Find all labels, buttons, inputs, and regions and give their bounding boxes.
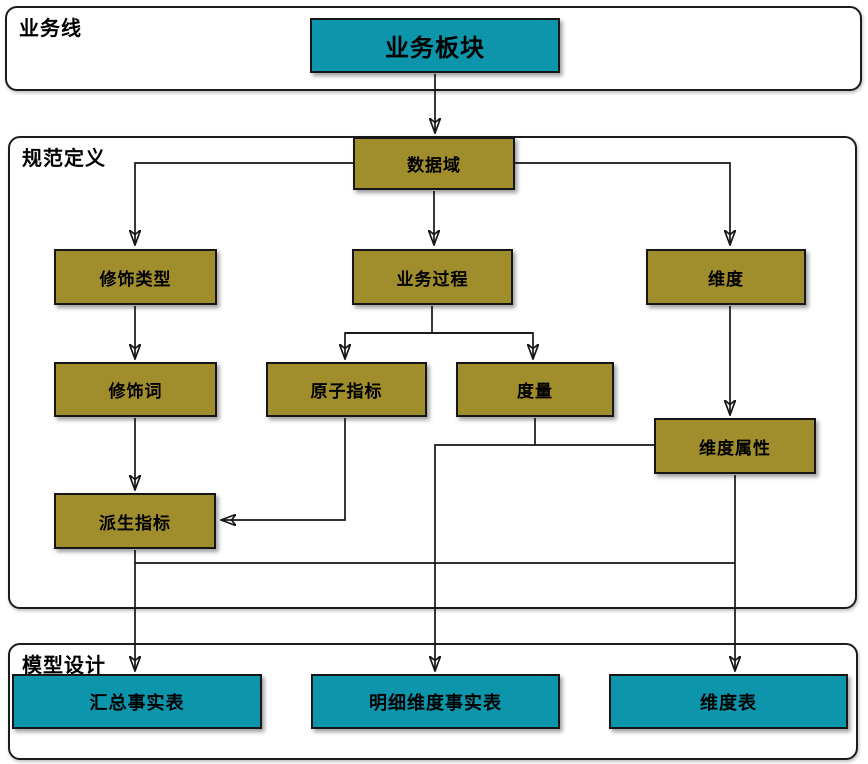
node-dimension-label: 维度: [708, 269, 744, 289]
node-atomic-metric-label: 原子指标: [310, 382, 383, 401]
connector-business-process-to-atomic-metric: [345, 332, 533, 359]
node-modifier-word-label: 修饰词: [108, 382, 163, 401]
node-modifier-type-label: 修饰类型: [99, 269, 172, 289]
node-dimension-attribute: 维度属性: [654, 418, 816, 474]
node-business-sector: 业务板块: [310, 18, 560, 73]
connector-atomic-metric-to-derived-metric: [221, 418, 346, 520]
section-business-line-label: 业务线: [19, 18, 82, 40]
node-dimension-table: 维度表: [609, 674, 848, 729]
node-atomic-metric: 原子指标: [266, 362, 427, 417]
node-business-sector-label: 业务板块: [385, 35, 485, 62]
node-business-process: 业务过程: [352, 249, 513, 305]
node-modifier-word: 修饰词: [54, 362, 217, 417]
node-summary-fact-table-label: 汇总事实表: [89, 692, 185, 713]
node-data-domain-label: 数据域: [407, 156, 461, 175]
node-modifier-type: 修饰类型: [54, 249, 217, 305]
node-dimension-attribute-label: 维度属性: [699, 438, 771, 458]
node-dimension-table-label: 维度表: [700, 692, 757, 713]
connector-data-domain-to-modifier-type: [135, 162, 353, 245]
section-model-design-label: 模型设计: [22, 655, 106, 677]
node-business-process-label: 业务过程: [396, 269, 469, 289]
connector-to-detail-dimension-fact-table: [435, 444, 654, 671]
node-detail-dimension-fact-table-label: 明细维度事实表: [369, 692, 502, 713]
node-derived-metric-label: 派生指标: [99, 513, 171, 533]
node-measure-label: 度量: [517, 382, 553, 401]
node-data-domain: 数据域: [353, 137, 515, 190]
node-detail-dimension-fact-table: 明细维度事实表: [311, 674, 560, 729]
connector-business-process-to-measure: [345, 332, 533, 359]
node-summary-fact-table: 汇总事实表: [12, 674, 262, 729]
node-dimension: 维度: [646, 249, 806, 305]
node-measure: 度量: [456, 362, 614, 417]
connector-data-domain-to-dimension: [515, 162, 730, 245]
node-derived-metric: 派生指标: [54, 493, 216, 549]
section-spec-definition-label: 规范定义: [22, 148, 106, 170]
